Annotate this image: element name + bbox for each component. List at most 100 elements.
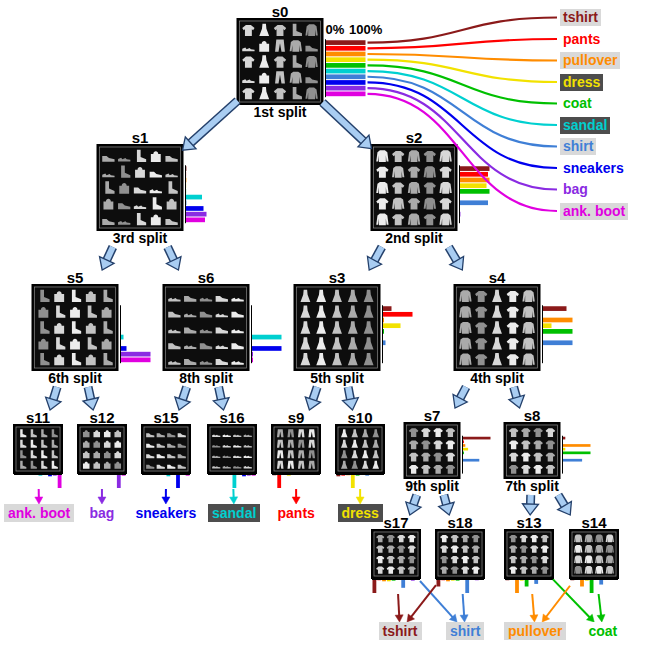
garment-glyph [546, 441, 556, 450]
garment-glyph [103, 199, 113, 210]
class-histogram [372, 580, 420, 594]
garment-glyph [451, 566, 459, 573]
garment-glyph [475, 291, 487, 302]
class-name: shirt [450, 623, 480, 639]
class-label: coat [585, 622, 622, 640]
garment-glyph [40, 290, 49, 302]
garment-glyph [475, 338, 487, 349]
arrow-head [453, 395, 467, 408]
garment-glyph [135, 167, 145, 178]
class-histogram [121, 305, 151, 363]
garment-glyph [595, 566, 603, 574]
garment-glyph [392, 151, 404, 162]
histogram-axis [382, 305, 383, 363]
histogram-axis [570, 579, 618, 580]
class-histogram [208, 475, 256, 489]
garment-glyph [102, 174, 114, 178]
histogram-axis [78, 474, 126, 475]
split-order: 9th split [405, 478, 459, 495]
garment-glyph [530, 566, 538, 573]
garment-glyph [397, 535, 405, 542]
garment-glyph [439, 182, 451, 194]
garment-glyph [541, 535, 549, 542]
garment-glyph [114, 441, 121, 448]
class-name: bag [90, 505, 115, 521]
arrow-head [439, 502, 454, 515]
garment-glyph [287, 450, 294, 458]
garment-glyph [300, 290, 310, 302]
garment-glyph [530, 535, 538, 542]
histogram-axis [120, 305, 121, 363]
thumbnail-inner-frame [240, 21, 321, 102]
garment-glyph [348, 321, 358, 333]
garment-glyph [259, 55, 269, 67]
garment-glyph [332, 290, 342, 302]
garment-glyph [424, 151, 436, 162]
histogram-bar [437, 580, 441, 587]
garment-glyph [298, 450, 305, 458]
arrow-shaft [313, 387, 318, 401]
garment-glyph [259, 87, 269, 99]
state-thumbnail [570, 530, 618, 578]
histogram-axis [251, 305, 252, 363]
garment-glyph [223, 445, 231, 448]
histogram-bar [563, 444, 591, 447]
garment-glyph [606, 535, 614, 543]
split-arrow [509, 387, 524, 408]
garment-glyph [409, 465, 419, 474]
garment-glyph [408, 182, 420, 194]
garment-glyph [522, 338, 534, 350]
class-histogram [460, 165, 490, 223]
garment-glyph [70, 307, 80, 318]
garment-glyph [440, 535, 448, 542]
histogram-bar [543, 318, 573, 323]
garment-glyph [178, 465, 186, 469]
split-order: 4th split [470, 370, 524, 387]
garment-glyph [93, 462, 100, 469]
histogram-bar [563, 451, 591, 454]
garment-glyph [275, 71, 285, 83]
histogram-bar [446, 580, 450, 581]
garment-glyph [184, 345, 196, 349]
histogram-axis [208, 474, 256, 475]
arrow-shaft [553, 579, 590, 617]
histogram-bar [590, 580, 594, 593]
arrow-head [558, 501, 572, 515]
garment-glyph [332, 306, 342, 318]
garment-glyph [104, 462, 111, 469]
garment-glyph [212, 434, 220, 437]
garment-glyph [118, 158, 130, 162]
histogram-bar [543, 323, 552, 328]
garment-glyph [169, 181, 178, 193]
state-thumbnail [505, 423, 560, 478]
arrow-shaft [165, 489, 167, 498]
garment-glyph [157, 465, 165, 469]
garment-glyph [168, 343, 180, 349]
state-name: s13 [516, 515, 541, 530]
garment-glyph [546, 453, 556, 462]
garment-glyph [216, 328, 228, 334]
arrow-head [305, 397, 320, 410]
state-thumbnail [436, 530, 484, 578]
arrow-outline [323, 102, 365, 141]
garment-glyph [83, 441, 90, 448]
class-assignment-arrow [407, 585, 436, 622]
class-histogram [543, 305, 573, 363]
garment-glyph [223, 434, 231, 437]
garment-glyph [233, 434, 241, 437]
state-node: s17 [372, 515, 420, 594]
garment-glyph [376, 566, 384, 573]
garment-glyph [41, 450, 47, 458]
garment-glyph [20, 429, 26, 437]
histogram-axis [336, 474, 384, 475]
garment-glyph [72, 321, 81, 333]
thumbnail-frame [33, 285, 118, 370]
garment-glyph [472, 556, 480, 563]
garment-glyph [492, 353, 502, 365]
garment-glyph [421, 441, 431, 450]
legend-label: pants [560, 31, 603, 48]
thumbnail-frame [436, 530, 484, 578]
garment-glyph [522, 322, 534, 334]
garment-glyph [433, 453, 443, 462]
garment-glyph [86, 323, 96, 334]
